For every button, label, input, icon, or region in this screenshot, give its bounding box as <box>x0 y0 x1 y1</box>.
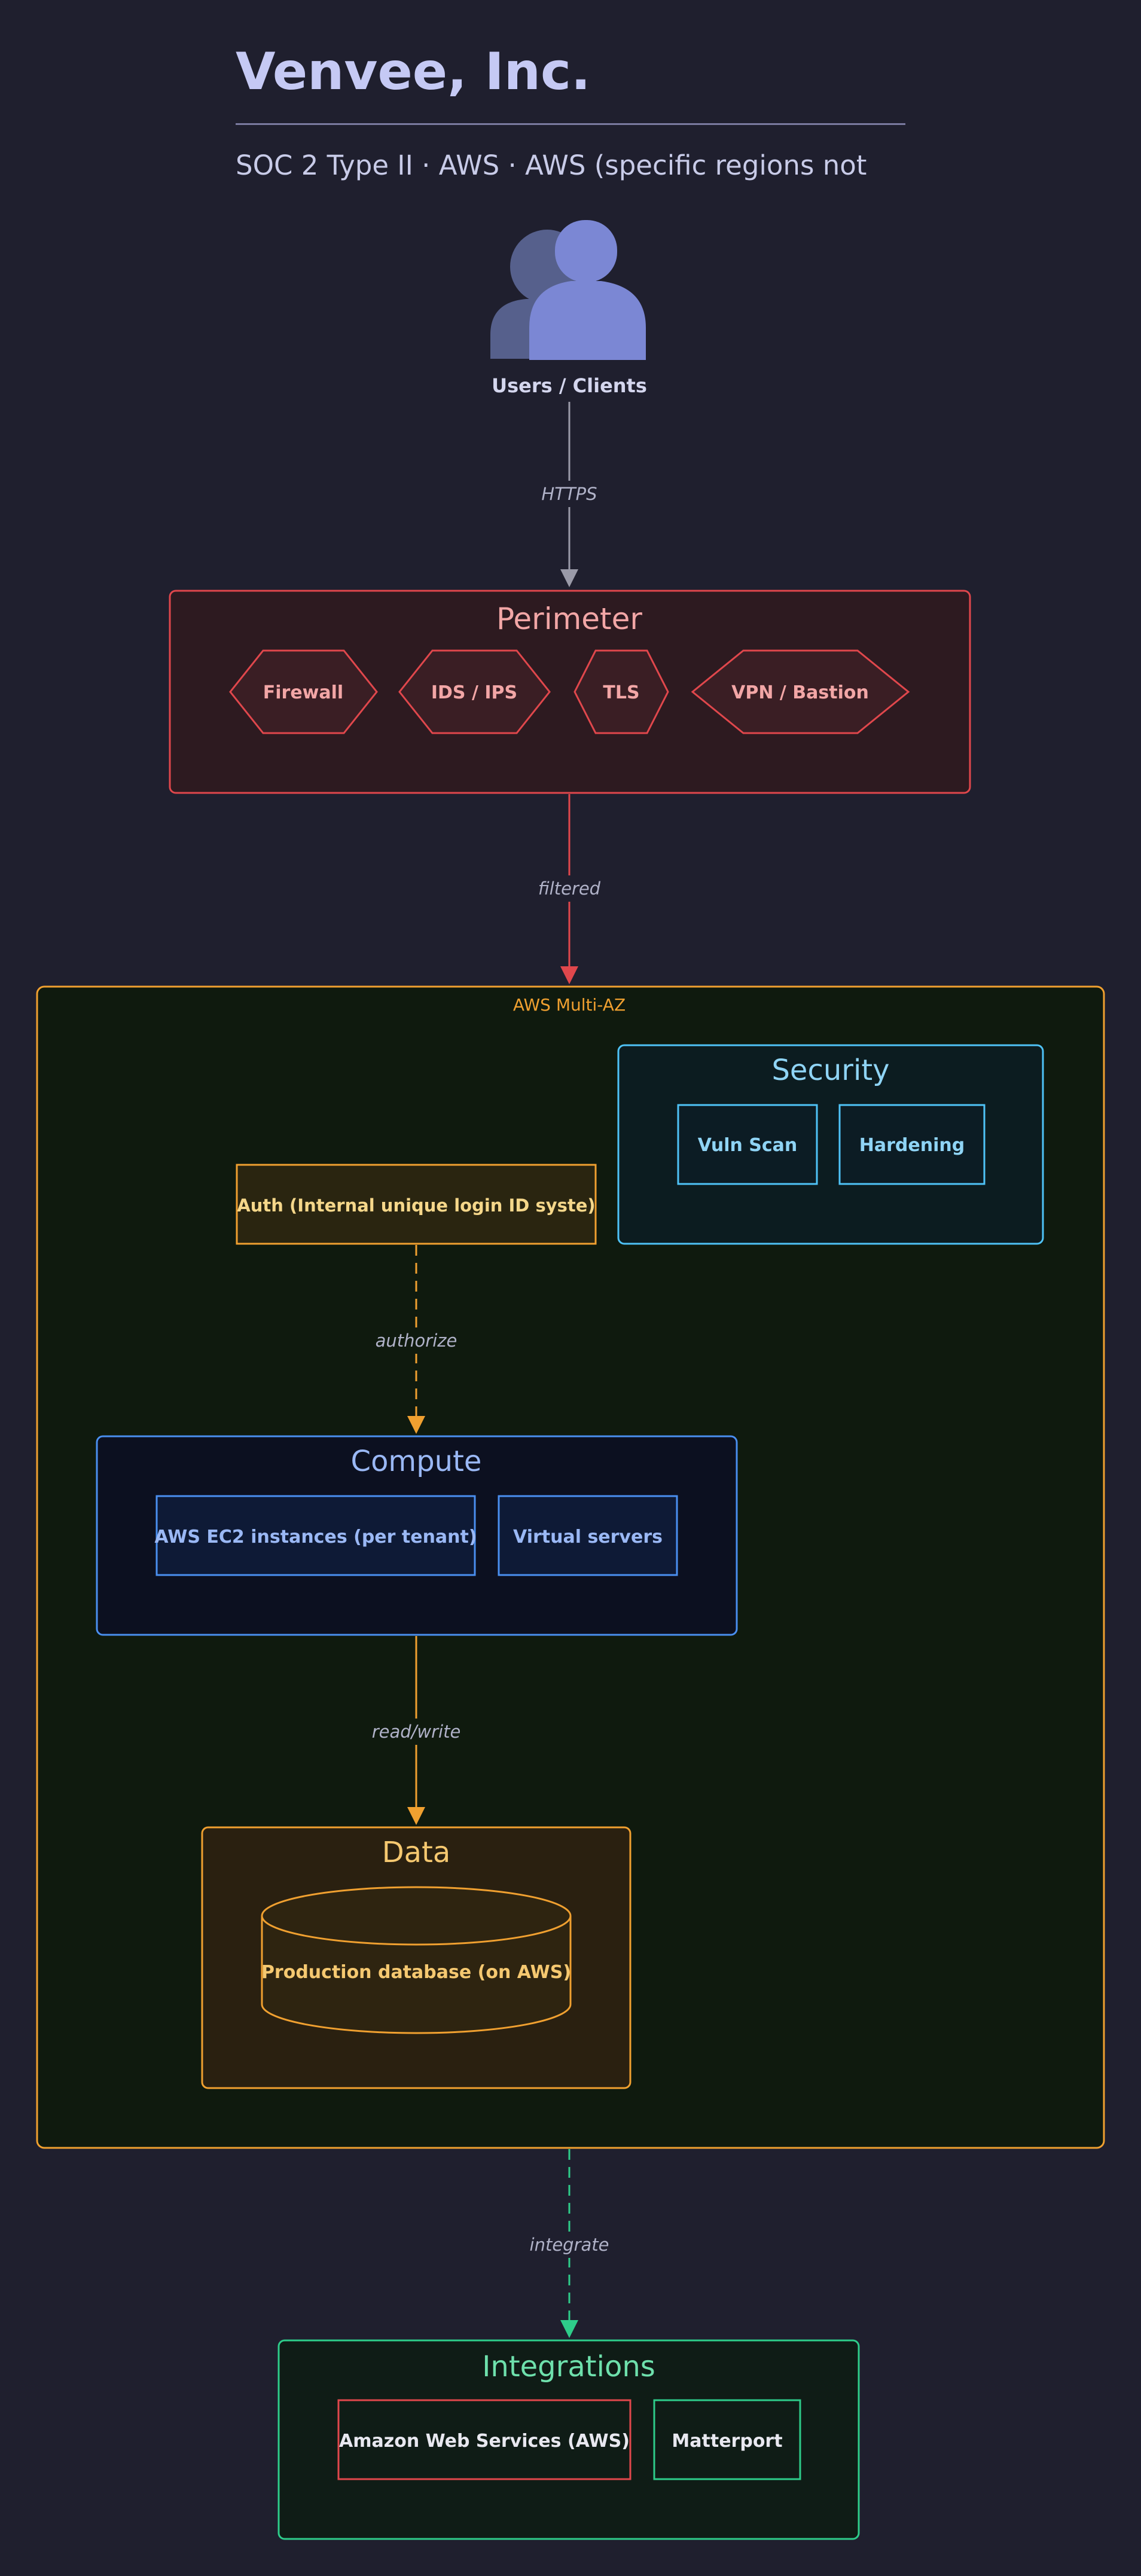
firewall-node <box>229 649 378 734</box>
vuln-scan-node <box>677 1104 818 1185</box>
hardening-label: Hardening <box>859 1135 965 1156</box>
virtual-servers-node <box>498 1495 678 1576</box>
compute-title: Compute <box>351 1445 482 1478</box>
aws-integration-node <box>337 2399 631 2480</box>
auth-node <box>236 1164 597 1245</box>
aws-integration-label: Amazon Web Services (AWS) <box>339 2431 630 2452</box>
hardening-node <box>838 1104 986 1185</box>
vpn-bastion-node <box>691 649 910 734</box>
title-divider <box>236 123 905 125</box>
virtual-servers-label: Virtual servers <box>513 1527 663 1548</box>
matterport-node <box>653 2399 801 2480</box>
edge-label-https: HTTPS <box>541 484 597 504</box>
page-subtitle: SOC 2 Type II · AWS · AWS (specific regi… <box>236 149 867 181</box>
security-zone <box>617 1044 1044 1245</box>
page-title: Venvee, Inc. <box>236 42 591 102</box>
perimeter-zone <box>169 590 971 794</box>
ids-ips-node <box>398 649 551 734</box>
database-label: Production database (on AWS) <box>261 1962 571 1983</box>
edge-label-integrate: integrate <box>530 2235 609 2255</box>
edge-label-authorize: authorize <box>376 1330 457 1351</box>
vpn-bastion-label: VPN / Bastion <box>731 682 869 703</box>
users-icon <box>490 220 646 360</box>
tls-label: TLS <box>603 682 639 703</box>
security-title: Security <box>771 1054 889 1087</box>
aws-multi-az-label: AWS Multi-AZ <box>513 995 626 1015</box>
ec2-label: AWS EC2 instances (per tenant) <box>154 1527 477 1548</box>
database-icon <box>261 1886 572 2034</box>
edge-label-filtered: filtered <box>538 878 601 899</box>
ec2-node <box>155 1495 476 1576</box>
firewall-label: Firewall <box>263 682 343 703</box>
edge-label-readwrite: read/write <box>372 1722 461 1742</box>
perimeter-title: Perimeter <box>496 602 642 636</box>
data-title: Data <box>382 1836 451 1869</box>
ids-ips-label: IDS / IPS <box>431 682 517 703</box>
matterport-label: Matterport <box>672 2431 782 2452</box>
users-label: Users / Clients <box>492 374 647 397</box>
tls-node <box>573 649 669 734</box>
auth-label: Auth (Internal unique login ID syste) <box>237 1195 595 1216</box>
integrations-title: Integrations <box>482 2350 655 2383</box>
vuln-scan-label: Vuln Scan <box>698 1135 798 1156</box>
